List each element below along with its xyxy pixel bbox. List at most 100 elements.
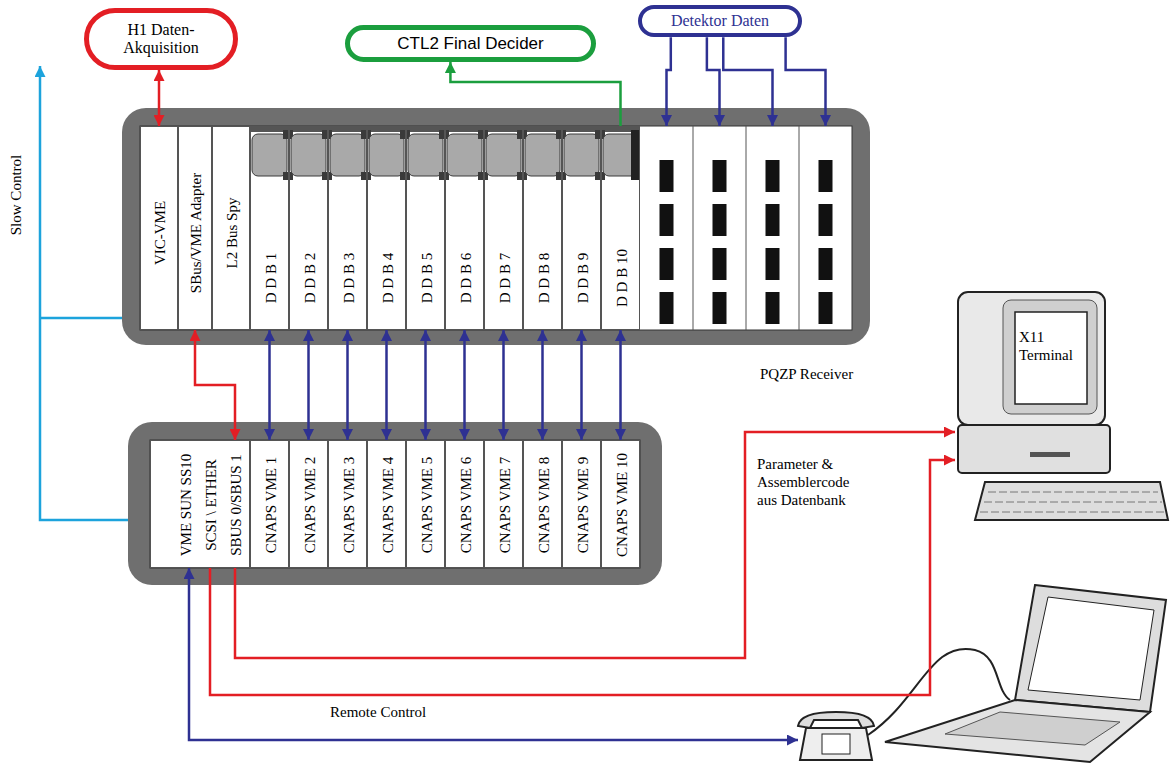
bus-terminator	[631, 130, 640, 180]
bus-cylinder	[291, 134, 326, 176]
node-text: SCSI \ ETHER	[204, 459, 219, 551]
node-text: PQZP Receiver	[760, 366, 853, 383]
terminal-computer: X11 Terminal	[955, 290, 1170, 525]
crate-housing	[128, 422, 662, 585]
node-text: D D B 4	[380, 253, 395, 303]
crate-panel	[140, 126, 852, 330]
crate-panel	[150, 440, 640, 568]
crate-slot: D D B 5	[406, 126, 445, 330]
connector-line	[450, 62, 620, 126]
node-text: D D B 6	[458, 253, 473, 303]
receiver-socket	[713, 248, 727, 280]
crate-slot: D D B 10	[601, 126, 640, 330]
node-text: CTL2 Final Decider	[389, 34, 551, 54]
connector	[386, 330, 387, 440]
crate-slot: D D B 2	[289, 126, 328, 330]
connector	[308, 330, 309, 440]
node-text: D D B 7	[497, 253, 512, 303]
node-text: CNAPS VME 7	[497, 457, 512, 553]
crate-slot: CNAPS VME 4	[367, 440, 406, 568]
receiver-socket	[766, 248, 780, 280]
connector-line	[707, 37, 720, 126]
crate-slot: CNAPS VME 3	[328, 440, 367, 568]
crate-slot: D D B 4	[367, 126, 406, 330]
crate-slot: D D B 3	[328, 126, 367, 330]
bottom-crate	[128, 422, 662, 585]
connector-line	[268, 330, 271, 440]
crate-slot: D D B 1	[250, 126, 289, 330]
bus-cylinder	[486, 134, 521, 176]
phone-body	[800, 728, 872, 760]
node-text: VIC-VME	[153, 201, 168, 265]
label-text: Remote Control	[330, 703, 426, 721]
connector	[620, 330, 621, 440]
laptop-screen	[1028, 597, 1154, 700]
receiver-socket	[766, 204, 780, 236]
receiver-socket	[660, 160, 674, 192]
node-text: D D B 9	[575, 253, 590, 303]
node-text: CNAPS VME 2	[302, 457, 317, 553]
node-text: CNAPS VME 10	[614, 453, 629, 557]
slot-divider	[693, 126, 694, 330]
laptop-lid	[1015, 585, 1166, 712]
crate-slot: D D B 6	[445, 126, 484, 330]
node-text: VME SUN SS10	[179, 454, 194, 557]
connector	[542, 330, 543, 440]
connector	[235, 432, 955, 658]
connector-line	[235, 432, 955, 658]
terminator-oval: CTL2 Final Decider	[345, 25, 596, 62]
monitor-bezel	[1003, 300, 1097, 414]
receiver-module: PQZP Receiver	[640, 126, 852, 330]
keyboard	[975, 482, 1168, 520]
receiver-socket	[766, 292, 780, 324]
crate-slot: CNAPS VME 8	[523, 440, 562, 568]
node-text: CNAPS VME 9	[575, 457, 590, 553]
crate-slot: VIC-VME	[140, 126, 178, 330]
bus-cylinder	[525, 134, 560, 176]
floppy-slot	[1030, 452, 1070, 457]
connector-line	[424, 330, 427, 440]
node-text: D D B 2	[302, 253, 317, 303]
node-text: CNAPS VME 1	[263, 457, 278, 553]
connector-line	[580, 330, 583, 440]
node-text: Detektor Daten	[663, 12, 777, 30]
terminator-oval: Detektor Daten	[638, 5, 802, 37]
slow-control-line	[40, 66, 128, 520]
connector-line	[346, 330, 349, 440]
crate-slot: CNAPS VME 6	[445, 440, 484, 568]
connector-line	[463, 330, 466, 440]
phone-handset	[798, 712, 874, 728]
receiver-socket	[819, 160, 833, 192]
node-text: D D B 5	[419, 253, 434, 303]
crate-slot: CNAPS VME 9	[562, 440, 601, 568]
crate-slot: SBus/VME Adapter	[178, 126, 212, 330]
bus-cylinder	[408, 134, 443, 176]
connector	[347, 330, 348, 440]
node-text: CNAPS VME 3	[341, 457, 356, 553]
connector	[450, 62, 620, 126]
crate-slot: D D B 7	[484, 126, 523, 330]
bus-cylinder	[447, 134, 482, 176]
top-crate	[122, 108, 870, 345]
connector	[159, 70, 160, 126]
crate-slot: L2 Bus Spy	[212, 126, 250, 330]
connector-line	[502, 330, 505, 440]
node-text: X11 Terminal	[1019, 328, 1087, 364]
laptop-base	[885, 700, 1150, 762]
receiver-socket	[819, 248, 833, 280]
connector	[581, 330, 582, 440]
receiver-socket	[660, 248, 674, 280]
node-text: H1 Daten- Akquisition	[89, 21, 233, 58]
node-text: CNAPS VME 8	[536, 457, 551, 553]
bus-cylinder	[330, 134, 365, 176]
node-text: D D B 3	[341, 253, 356, 303]
receiver-socket	[713, 292, 727, 324]
connector-line	[307, 330, 310, 440]
connector	[269, 330, 270, 440]
crate-slot: CNAPS VME 7	[484, 440, 523, 568]
connector	[503, 330, 504, 440]
monitor-screen	[1015, 312, 1087, 404]
connector-line	[723, 37, 772, 126]
node-text: CNAPS VME 5	[419, 457, 434, 553]
bus-cylinder	[369, 134, 404, 176]
